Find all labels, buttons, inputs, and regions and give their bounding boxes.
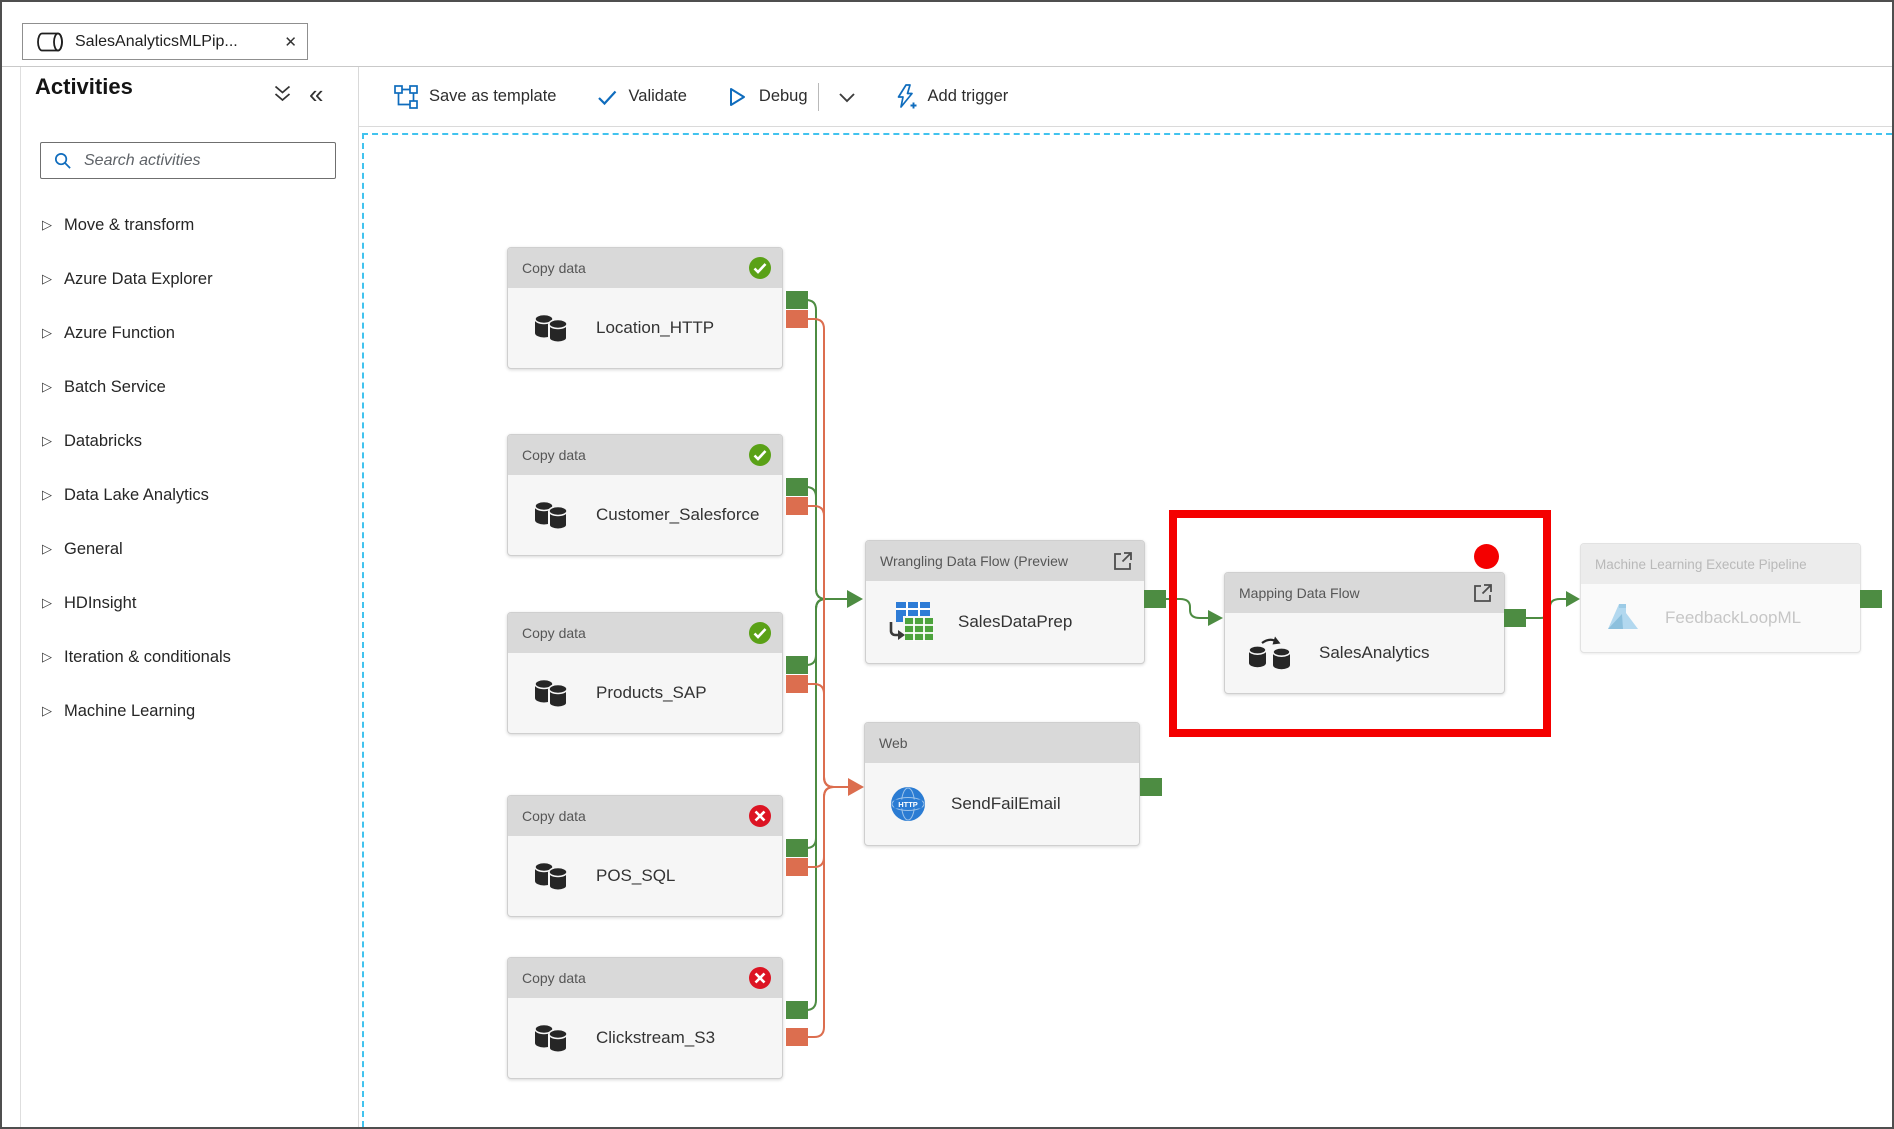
search-input[interactable] <box>82 150 327 171</box>
copy-data-icon <box>534 500 568 531</box>
copy-data-icon <box>534 1023 568 1054</box>
save-as-template-button[interactable]: Save as template <box>393 84 557 110</box>
expand-chevron-icon: ▷ <box>42 217 52 232</box>
web-http-icon: HTTP <box>891 787 925 821</box>
pipeline-toolbar: Save as template Validate Debug Add trig… <box>359 67 1892 126</box>
play-icon <box>729 87 745 106</box>
tab-title: SalesAnalyticsMLPip... <box>75 32 238 50</box>
sidebar-item-batch-service[interactable]: ▷Batch Service <box>42 377 166 396</box>
success-badge-icon <box>749 444 771 466</box>
lightning-plus-icon <box>897 84 917 109</box>
success-badge-icon <box>749 257 771 279</box>
canvas-boundary <box>362 133 1892 1127</box>
svg-text:HTTP: HTTP <box>898 800 918 809</box>
activity-node-products-sap[interactable]: Copy data Products_SAP <box>507 612 783 734</box>
activity-node-salesanalytics[interactable]: Mapping Data Flow SalesAnalytics <box>1224 572 1505 694</box>
open-in-new-icon[interactable] <box>1112 550 1134 572</box>
machine-learning-flask-icon <box>1608 604 1638 629</box>
search-icon <box>54 152 71 169</box>
expand-chevron-icon: ▷ <box>42 325 52 340</box>
mapping-data-flow-icon <box>1248 636 1291 670</box>
sidebar-item-azure-data-explorer[interactable]: ▷Azure Data Explorer <box>42 269 213 288</box>
toolbar-divider <box>359 126 1892 127</box>
activities-panel-title: Activities <box>35 74 133 99</box>
collapse-all-chevron-icon[interactable] <box>270 82 295 106</box>
activity-node-clickstream-s3[interactable]: Copy data Clickstream_S3 <box>507 957 783 1079</box>
success-badge-icon <box>749 622 771 644</box>
wrangling-data-flow-icon <box>889 602 934 642</box>
tabrow-divider <box>2 66 1892 67</box>
open-in-new-icon[interactable] <box>1472 582 1494 604</box>
expand-chevron-icon: ▷ <box>42 595 52 610</box>
collapse-panel-icon[interactable]: « <box>309 79 324 109</box>
save-as-template-icon <box>394 84 418 109</box>
expand-chevron-icon: ▷ <box>42 433 52 448</box>
activity-node-location-http[interactable]: Copy data Location_HTTP <box>507 247 783 369</box>
activities-category-list: ▷Move & transform ▷Azure Data Explorer ▷… <box>2 198 358 738</box>
sidebar-item-iteration-conditionals[interactable]: ▷Iteration & conditionals <box>42 647 231 666</box>
add-trigger-button[interactable]: Add trigger <box>893 83 1008 110</box>
search-activities-box[interactable] <box>40 142 336 179</box>
sidebar-separator <box>358 67 359 1127</box>
copy-data-icon <box>534 678 568 709</box>
toolbar-separator <box>817 82 819 111</box>
tab-close-icon[interactable]: ✕ <box>284 33 297 51</box>
copy-data-icon <box>534 313 568 344</box>
copy-data-icon <box>534 861 568 892</box>
sidebar-item-data-lake-analytics[interactable]: ▷Data Lake Analytics <box>42 485 209 504</box>
pipeline-tab[interactable]: SalesAnalyticsMLPip... ✕ <box>22 23 308 60</box>
debug-options-chevron-icon[interactable] <box>835 85 859 109</box>
expand-chevron-icon: ▷ <box>42 487 52 502</box>
sidebar-item-machine-learning[interactable]: ▷Machine Learning <box>42 701 196 720</box>
debug-button[interactable]: Debug <box>725 85 808 109</box>
left-gutter-line <box>20 67 21 1127</box>
sidebar-item-azure-function[interactable]: ▷Azure Function <box>42 323 175 342</box>
activity-node-customer-salesforce[interactable]: Copy data Customer_Salesforce <box>507 434 783 556</box>
failed-badge-icon <box>749 967 771 989</box>
pipeline-icon <box>37 32 63 51</box>
expand-chevron-icon: ▷ <box>42 379 52 394</box>
activity-node-sendfailemail[interactable]: Web HTTP SendFailEmail <box>864 722 1140 846</box>
failed-badge-icon <box>749 805 771 827</box>
expand-chevron-icon: ▷ <box>42 649 52 664</box>
expand-chevron-icon: ▷ <box>42 271 52 286</box>
sidebar-item-databricks[interactable]: ▷Databricks <box>42 431 142 450</box>
activity-node-feedbackloopml[interactable]: Machine Learning Execute Pipeline Feedba… <box>1580 543 1861 653</box>
sidebar-item-general[interactable]: ▷General <box>42 539 123 558</box>
validate-button[interactable]: Validate <box>595 85 687 109</box>
expand-chevron-icon: ▷ <box>42 541 52 556</box>
activity-node-salesdataprep[interactable]: Wrangling Data Flow (Preview SalesDataPr… <box>865 540 1145 664</box>
checkmark-icon <box>597 90 616 105</box>
expand-chevron-icon: ▷ <box>42 703 52 718</box>
sidebar-item-move-transform[interactable]: ▷Move & transform <box>42 215 195 234</box>
activity-node-pos-sql[interactable]: Copy data POS_SQL <box>507 795 783 917</box>
sidebar-item-hdinsight[interactable]: ▷HDInsight <box>42 593 137 612</box>
